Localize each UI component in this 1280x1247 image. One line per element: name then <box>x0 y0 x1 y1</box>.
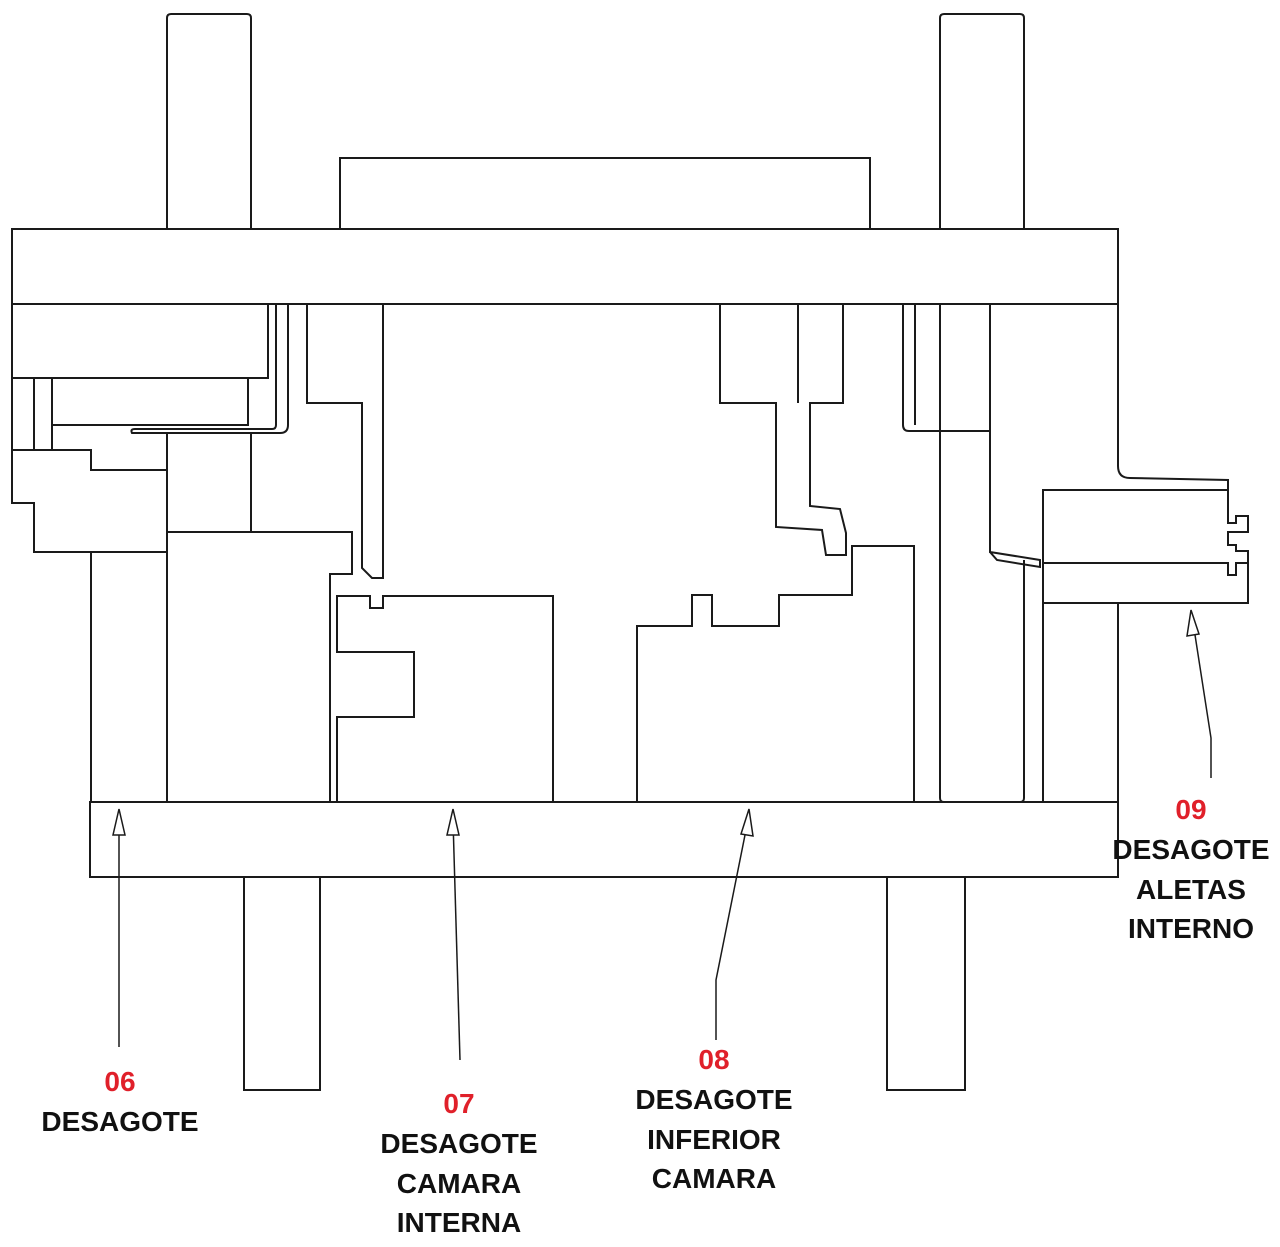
arrowhead-08 <box>740 808 754 837</box>
callout-07-number: 07 <box>443 1088 475 1119</box>
right-support-column <box>1042 603 1119 802</box>
leader-09 <box>1192 621 1212 778</box>
callout-07: 07 DESAGOTE CAMARA INTERNA <box>359 1084 559 1243</box>
bottom-plate <box>89 801 1119 878</box>
arrowhead-07 <box>446 808 460 836</box>
callout-06-number: 06 <box>104 1066 136 1097</box>
callout-09: 09 DESAGOTE ALETAS INTERNO <box>1106 790 1276 949</box>
right-ejector-pin <box>939 304 1025 803</box>
top-right-guide-pin <box>939 13 1025 229</box>
callout-08-number: 08 <box>698 1044 730 1075</box>
cavity-08-block <box>636 545 915 802</box>
callout-08: 08 DESAGOTE INFERIOR CAMARA <box>614 1040 814 1199</box>
right-side-block <box>1042 304 1249 604</box>
arrowhead-06 <box>112 808 126 836</box>
callout-06: 06 DESAGOTE <box>20 1062 220 1142</box>
left-stepped-outline <box>11 304 167 553</box>
callout-09-line-2: ALETAS <box>1136 873 1246 905</box>
left-upper-block <box>11 304 269 379</box>
callout-08-line-1: DESAGOTE <box>635 1083 793 1115</box>
callout-07-line-3: INTERNA <box>396 1207 522 1239</box>
leader-07 <box>452 819 461 1061</box>
cavity-07-block <box>336 595 554 802</box>
callout-09-line-1: DESAGOTE <box>1112 833 1270 865</box>
left-center-pillar <box>167 433 353 802</box>
callout-08-line-3: CAMARA <box>651 1163 777 1195</box>
top-plate <box>11 228 1119 305</box>
top-center-block <box>339 157 871 229</box>
callout-07-line-2: CAMARA <box>396 1167 522 1199</box>
arrowhead-09 <box>1186 609 1200 637</box>
callout-09-line-3: INTERNO <box>1128 913 1254 945</box>
callout-07-line-1: DESAGOTE <box>380 1127 538 1159</box>
left-inner-blade <box>306 304 384 579</box>
bottom-left-leg <box>243 877 321 1091</box>
left-inner-block <box>51 378 249 426</box>
bottom-right-leg <box>886 877 966 1091</box>
right-inner-blade <box>719 304 847 556</box>
leader-08 <box>715 819 749 1040</box>
callout-08-line-2: INFERIOR <box>647 1123 781 1155</box>
callout-09-number: 09 <box>1175 794 1207 825</box>
callout-06-line-1: DESAGOTE <box>41 1105 199 1137</box>
top-left-guide-pin <box>166 13 252 229</box>
right-channel-lines <box>902 304 1041 569</box>
left-support-column <box>90 433 168 802</box>
left-channel-lines <box>130 304 289 434</box>
left-vertical-strips <box>33 378 53 450</box>
